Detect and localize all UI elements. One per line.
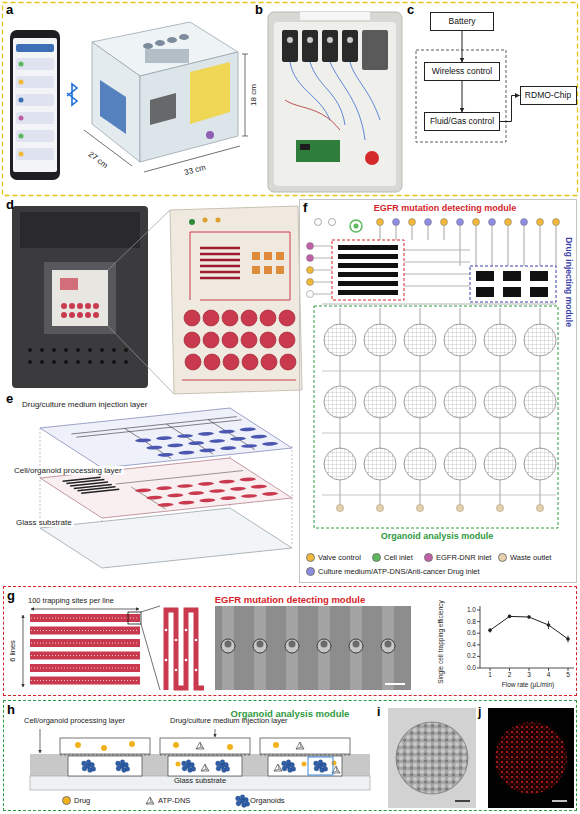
panel-letter: i <box>377 706 380 720</box>
panel-letter: e <box>6 392 13 407</box>
legend-text: Culture medium/ATP-DNS/Anti-cancer Drug … <box>318 567 480 576</box>
layer-label: Glass substrate <box>14 518 74 527</box>
layer-label: Cell/organoid processing layer <box>12 466 124 475</box>
tick-label: 1.0 <box>467 606 476 613</box>
legend-swatch <box>306 567 315 576</box>
legend-text: ATP-DNS <box>158 796 190 805</box>
box-label: Wireless control <box>432 67 492 76</box>
layer-label: Glass substrate <box>174 777 226 786</box>
process-box: Battery <box>430 12 494 31</box>
legend-swatch <box>498 553 507 562</box>
legend-swatch <box>62 796 71 805</box>
legend-item: Valve control <box>306 553 361 562</box>
dimension-label: 33 cm <box>183 163 206 178</box>
tick-label: 0.0 <box>467 664 476 671</box>
process-box: Fluid/Gas control <box>424 112 500 131</box>
legend-swatch <box>306 553 315 562</box>
tick-label: 0.6 <box>467 629 476 636</box>
panel-letter: b <box>255 3 263 18</box>
panel-letter: f <box>303 201 307 216</box>
axis-title: Single cell trapping efficiency <box>437 600 444 684</box>
flow-arrow <box>500 96 520 122</box>
legend-item: Culture medium/ATP-DNS/Anti-cancer Drug … <box>306 567 480 576</box>
dimension-label: 100 trapping sites per line <box>28 597 114 606</box>
tick-label: 1 <box>488 671 492 678</box>
tick-label: 2 <box>508 671 512 678</box>
legend-item: Organoids <box>250 796 285 805</box>
module-label: Organoid analysis module <box>381 531 494 541</box>
panel-letter: h <box>7 703 15 718</box>
tick-label: 5 <box>566 671 570 678</box>
legend-text: EGFR-DNR inlet <box>436 553 491 562</box>
legend-item: Cell inlet <box>372 553 413 562</box>
flow-arrow <box>462 81 463 112</box>
legend-swatch <box>372 553 381 562</box>
layer-label: Drug/culture medium injection layer <box>22 400 147 409</box>
legend-text: Cell inlet <box>384 553 413 562</box>
legend-text: Drug <box>74 796 90 805</box>
panel-letter: g <box>7 589 15 604</box>
tick-label: 0.2 <box>467 653 476 660</box>
legend-text: Valve control <box>318 553 361 562</box>
legend-item: EGFR-DNR inlet <box>424 553 491 562</box>
box-label: Battery <box>449 17 476 26</box>
legend-swatch <box>424 553 433 562</box>
dimension-label: 27 cm <box>87 150 110 170</box>
dimension-label: 18 cm <box>249 84 258 106</box>
panel-letter: j <box>478 706 481 720</box>
process-box: RDMO-Chip <box>520 86 577 105</box>
panel-letter: a <box>6 3 13 18</box>
layer-label: Drug/culture medium injection layer <box>170 717 288 726</box>
module-label: Drug injecting module <box>563 237 573 327</box>
panel-letter: d <box>6 198 14 213</box>
tick-label: 4 <box>547 671 551 678</box>
legend-text: Waste outlet <box>510 553 551 562</box>
flow-arrow <box>462 31 463 62</box>
process-box: Wireless control <box>424 62 500 81</box>
tick-label: 0.4 <box>467 641 476 648</box>
module-title: EGFR mutation detecting module <box>215 594 365 605</box>
box-label: Fluid/Gas control <box>430 117 494 126</box>
layer-label: Cell/organoid processing layer <box>24 717 125 726</box>
axis-title: Flow rate (μL/min) <box>502 681 555 688</box>
module-label: EGFR mutation detecting module <box>374 203 517 213</box>
box-label: RDMO-Chip <box>525 91 571 100</box>
legend-item: Drug <box>62 796 90 805</box>
dimension-label: 6 lines <box>9 640 18 662</box>
tick-label: 0.8 <box>467 618 476 625</box>
tick-label: 3 <box>527 671 531 678</box>
panel-letter: c <box>407 3 414 18</box>
legend-item: Waste outlet <box>498 553 551 562</box>
legend-item: ATP-DNS <box>158 796 190 805</box>
legend-text: Organoids <box>250 796 285 805</box>
